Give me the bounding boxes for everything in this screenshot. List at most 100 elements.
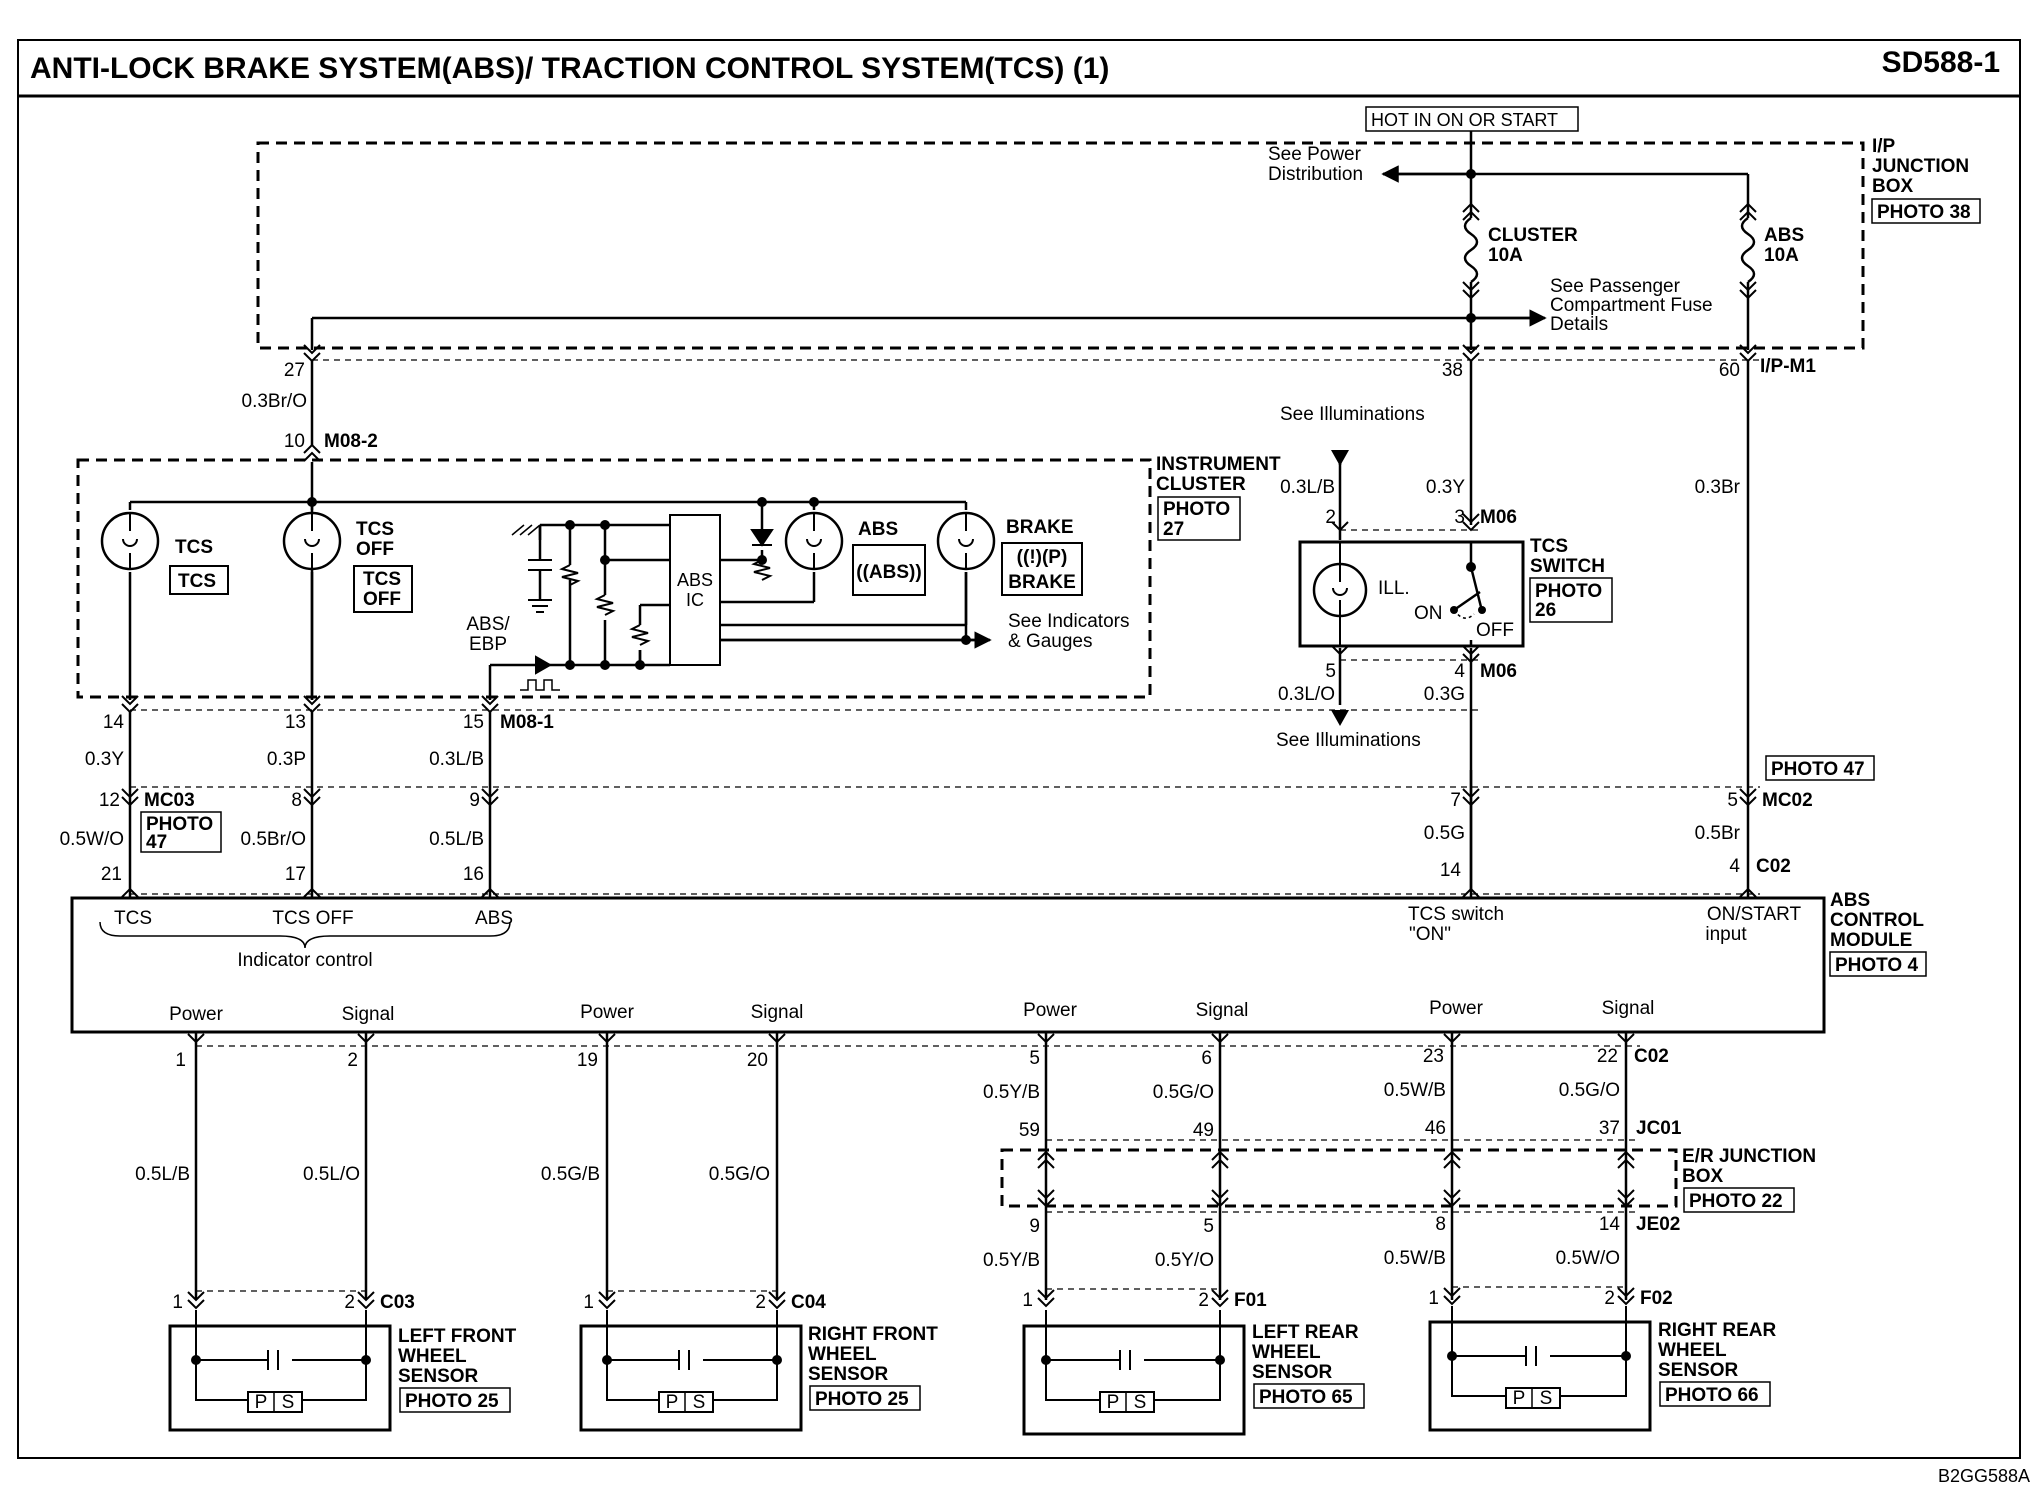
wire-03y: 0.3Y bbox=[85, 749, 124, 770]
lr-p-label: P bbox=[1107, 1392, 1120, 1413]
cluster-photo-box bbox=[1157, 496, 1241, 541]
mc03-photo-1: PHOTO bbox=[146, 814, 213, 835]
wire-03lb-switch: 0.3L/B bbox=[1280, 477, 1335, 498]
module-photo-box bbox=[1829, 951, 1927, 977]
tcs-lamp-icon bbox=[100, 511, 160, 571]
c02-top-label: C02 bbox=[1756, 856, 1791, 877]
splice-dot bbox=[635, 660, 645, 670]
switch-photo-box bbox=[1529, 577, 1613, 623]
cluster-photo-1: PHOTO bbox=[1163, 499, 1230, 520]
pin-7: 7 bbox=[1450, 790, 1461, 811]
power-label-lr: Power bbox=[1023, 1000, 1078, 1021]
module-photo: PHOTO 4 bbox=[1835, 955, 1918, 976]
led-diode-icon bbox=[535, 655, 553, 675]
wire-03p: 0.3P bbox=[267, 749, 306, 770]
lf-photo-box bbox=[399, 1387, 511, 1413]
brake-symbol: ((!)(P) bbox=[1017, 547, 1068, 568]
erjb-label-1: E/R JUNCTION bbox=[1682, 1146, 1816, 1167]
switch-travel-icon bbox=[1453, 609, 1475, 619]
abs-indicator-box bbox=[852, 544, 926, 596]
rr-pin-1: 1 bbox=[1428, 1288, 1439, 1309]
lf-name-1: LEFT FRONT bbox=[398, 1326, 517, 1347]
pin-60: 60 bbox=[1719, 360, 1740, 381]
abs-lamp-icon bbox=[784, 511, 844, 571]
tcs-off-label-1: TCS bbox=[356, 519, 394, 540]
sensor-wiring bbox=[194, 1032, 1628, 1300]
lr-connector-label: F01 bbox=[1234, 1290, 1267, 1311]
sensor-pin-19: 19 bbox=[577, 1050, 598, 1071]
splice-dot bbox=[600, 660, 610, 670]
left-rear-wheel-sensor bbox=[1022, 1310, 1246, 1436]
see-power-label-2: Distribution bbox=[1268, 164, 1363, 185]
brake-indicator-box bbox=[1001, 542, 1083, 596]
splice-dot bbox=[600, 520, 610, 530]
wire-03br: 0.3Br bbox=[1695, 477, 1741, 498]
wire-05lb: 0.5L/B bbox=[429, 829, 484, 850]
on-start-input-label-2: input bbox=[1705, 924, 1747, 945]
tcs-label: TCS bbox=[175, 537, 213, 558]
mc02-photo-box bbox=[1765, 755, 1875, 781]
page-code: SD588-1 bbox=[1882, 46, 2000, 79]
rf-photo-box bbox=[809, 1385, 921, 1411]
splice-dot bbox=[307, 497, 317, 507]
wire-05yb-lr: 0.5Y/B bbox=[983, 1082, 1040, 1103]
splice-dot bbox=[600, 555, 610, 565]
page-frame bbox=[17, 39, 2021, 1459]
switch-pin-4: 4 bbox=[1454, 661, 1465, 682]
module-name-3: MODULE bbox=[1830, 930, 1912, 951]
pin-4-c02: 4 bbox=[1729, 856, 1740, 877]
instrument-cluster-outline bbox=[76, 458, 1152, 699]
sensor-pin-20: 20 bbox=[747, 1050, 768, 1071]
pin-14-c02: 14 bbox=[1440, 860, 1462, 881]
jc01-pin-icons bbox=[1037, 1150, 1635, 1169]
rf-pin-2: 2 bbox=[755, 1292, 766, 1313]
lr-s-label: S bbox=[1134, 1392, 1147, 1413]
splice-dot bbox=[961, 635, 971, 645]
wire-05bro: 0.5Br/O bbox=[241, 829, 306, 850]
hot-label-box bbox=[1365, 106, 1579, 132]
je02-label: JE02 bbox=[1636, 1214, 1680, 1235]
right-front-wheel-sensor bbox=[579, 1310, 803, 1432]
signal-label-rr: Signal bbox=[1602, 998, 1655, 1019]
switch-pin-3: 3 bbox=[1454, 507, 1465, 528]
wire-05wo: 0.5W/O bbox=[60, 829, 124, 850]
indicator-brace bbox=[99, 921, 511, 949]
module-tcs-off-label: TCS OFF bbox=[272, 908, 353, 929]
wire-05wb-rr-bottom: 0.5W/B bbox=[1384, 1248, 1446, 1269]
resistor-icon bbox=[629, 624, 651, 646]
rr-pin-2: 2 bbox=[1604, 1288, 1615, 1309]
illumination-arrow-bottom bbox=[1331, 710, 1349, 726]
pin-12: 12 bbox=[99, 790, 120, 811]
power-label-lf: Power bbox=[169, 1004, 224, 1025]
erjb-photo-box bbox=[1683, 1187, 1795, 1213]
pin-16: 16 bbox=[463, 864, 484, 885]
rf-name-1: RIGHT FRONT bbox=[808, 1324, 938, 1345]
jc-pin-59: 59 bbox=[1019, 1120, 1040, 1141]
pin-15: 15 bbox=[463, 712, 484, 733]
tcs-indicator-text: TCS bbox=[178, 571, 216, 592]
lr-pin-2: 2 bbox=[1198, 1290, 1209, 1311]
pin-14: 14 bbox=[103, 712, 125, 733]
wire-05lb-lf: 0.5L/B bbox=[135, 1164, 190, 1185]
indicator-control-label: Indicator control bbox=[237, 950, 372, 971]
sensor-pin-23: 23 bbox=[1423, 1046, 1444, 1067]
rr-name-3: SENSOR bbox=[1658, 1360, 1739, 1381]
pin-10: 10 bbox=[284, 431, 305, 452]
switch-pin-5: 5 bbox=[1325, 661, 1336, 682]
m082-pin-icon bbox=[303, 443, 321, 462]
wire-05go-rf: 0.5G/O bbox=[709, 1164, 770, 1185]
rr-s-label: S bbox=[1540, 1388, 1553, 1409]
tcs-switch-on-label-1: TCS switch bbox=[1408, 904, 1504, 925]
module-name-1: ABS bbox=[1830, 890, 1870, 911]
cluster-fuse-icon bbox=[1462, 202, 1480, 300]
switch-photo-2: 26 bbox=[1535, 600, 1556, 621]
rr-photo: PHOTO 66 bbox=[1665, 1385, 1759, 1406]
mc02-label: MC02 bbox=[1762, 790, 1813, 811]
m082-label: M08-2 bbox=[324, 431, 378, 452]
diode-icon bbox=[750, 529, 774, 547]
hot-label: HOT IN ON OR START bbox=[1371, 110, 1558, 130]
wire-05br: 0.5Br bbox=[1695, 823, 1741, 844]
sensor-pin-22: 22 bbox=[1597, 1046, 1618, 1067]
switch-photo-1: PHOTO bbox=[1535, 581, 1602, 602]
